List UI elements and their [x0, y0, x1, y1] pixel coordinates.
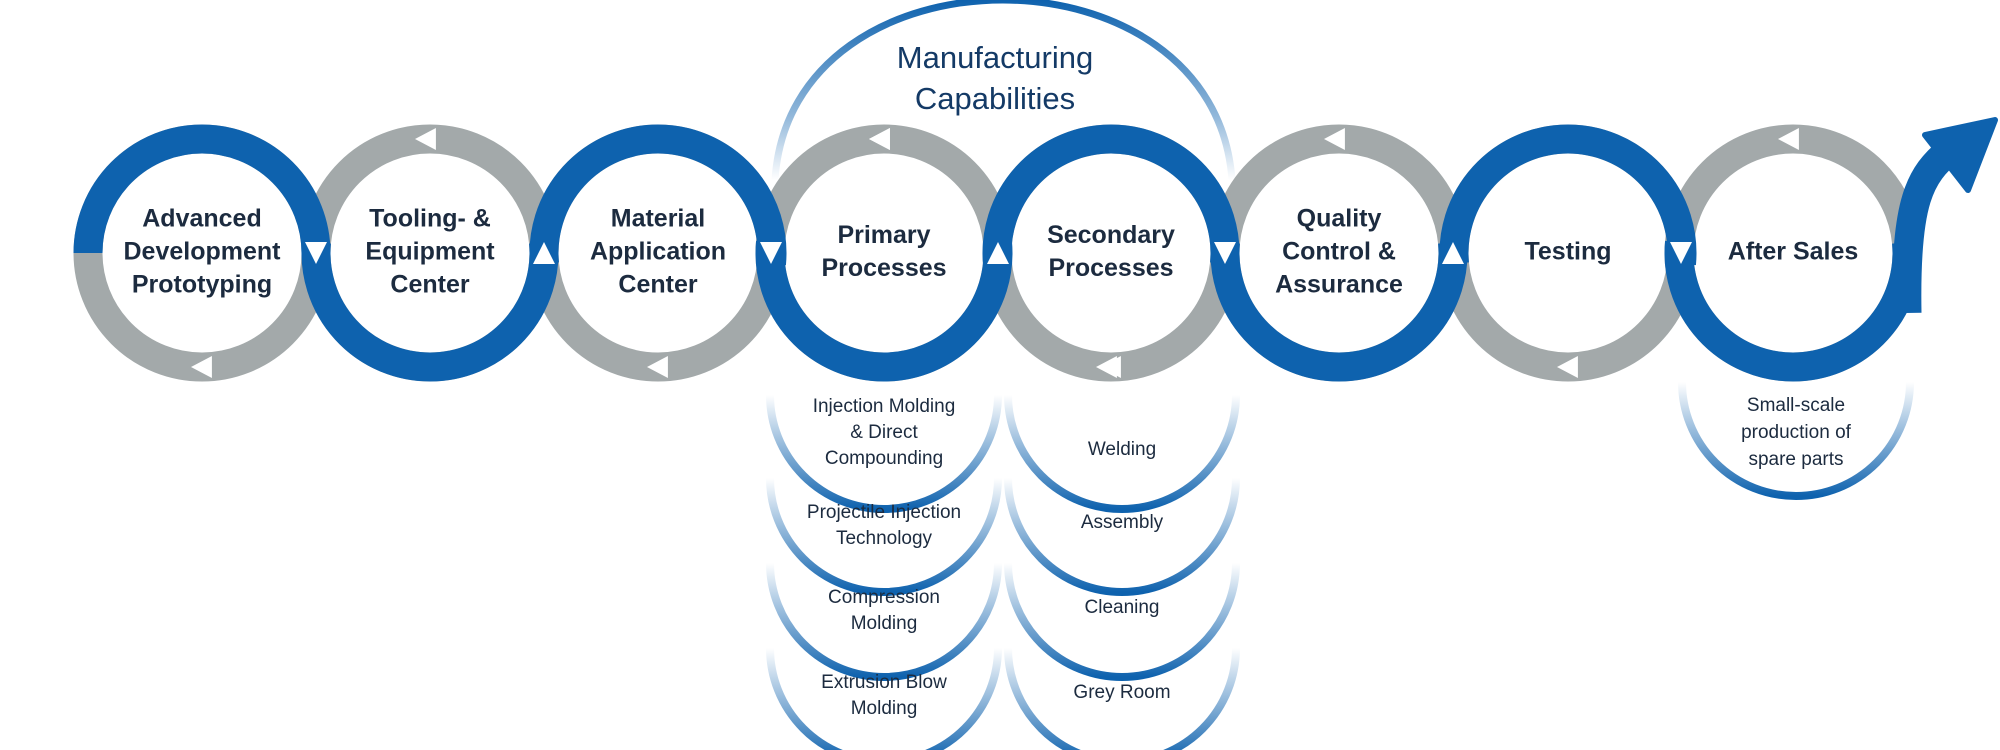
- stage-label-testing: Testing: [1524, 238, 1611, 266]
- stage-label-primary-processes-line: Primary: [837, 221, 930, 249]
- direction-markers: [191, 128, 1919, 378]
- ring-highlight-tooling-equipment-center: [301, 240, 559, 382]
- exit-arrow-icon: [1892, 117, 1998, 314]
- flow-left-arrow-icon: [1557, 356, 1578, 378]
- flow-up-arrow-icon: [987, 242, 1009, 264]
- ring-highlight-material-application-center: [529, 124, 787, 266]
- capabilities-arc: [771, 0, 1236, 181]
- primary-process-item-line: Injection Molding: [813, 396, 956, 417]
- secondary-process-item-line: Grey Room: [1073, 682, 1170, 703]
- flow-left-arrow-icon: [869, 128, 890, 150]
- stage-label-advanced-development-prototyping-line: Advanced: [142, 205, 261, 233]
- flow-left-arrow-icon: [191, 356, 212, 378]
- secondary-process-item-line: Assembly: [1081, 512, 1164, 533]
- primary-process-item-line: & Direct: [850, 422, 918, 443]
- title-line-2: Capabilities: [915, 81, 1075, 116]
- stage-label-advanced-development-prototyping-line: Prototyping: [132, 271, 272, 299]
- after-sales-sub-arc: [1678, 381, 1914, 500]
- secondary-process-item: Grey Room: [1073, 682, 1170, 703]
- manufacturing-capabilities-arc: [771, 0, 1236, 181]
- secondary-process-item: Assembly: [1081, 512, 1164, 533]
- secondary-process-item-line: Welding: [1088, 439, 1156, 460]
- ring-highlight-advanced-development-prototyping: [73, 124, 331, 254]
- stage-label-quality-control-assurance-line: Assurance: [1275, 271, 1403, 299]
- flow-left-arrow-icon: [1096, 356, 1117, 378]
- primary-process-item-line: Technology: [836, 528, 933, 549]
- primary-process-arc: [766, 394, 1002, 513]
- flow-up-arrow-icon: [1442, 242, 1464, 264]
- primary-process-arc: [766, 562, 1002, 681]
- flow-left-arrow-icon: [1778, 128, 1799, 150]
- secondary-process-arc: [1004, 394, 1240, 513]
- after-sales-sub-item: Small-scale production of spare parts: [1741, 395, 1852, 470]
- ring-highlight-testing: [1439, 124, 1697, 266]
- primary-process-item-line: Extrusion Blow: [821, 672, 947, 693]
- title-line-1: Manufacturing: [897, 40, 1093, 75]
- after-sales-sub-item-line: production of: [1741, 422, 1852, 443]
- primary-process-arc: [766, 647, 1002, 750]
- stage-label-secondary-processes-line: Processes: [1048, 254, 1173, 282]
- stage-labels: Injection Molding & DirectCompoundingProj…: [124, 205, 1859, 719]
- flow-down-arrow-icon: [1670, 242, 1692, 264]
- flow-left-arrow-icon: [647, 356, 668, 378]
- flow-down-arrow-icon: [305, 242, 327, 264]
- stage-label-quality-control-assurance-line: Control &: [1282, 238, 1396, 266]
- flow-down-arrow-icon: [1214, 242, 1236, 264]
- exit-arrowhead-icon: [1922, 117, 1998, 193]
- secondary-process-item: Cleaning: [1085, 597, 1160, 618]
- secondary-process-item-line: Cleaning: [1085, 597, 1160, 618]
- flow-left-arrow-icon: [415, 128, 436, 150]
- ring-highlight-secondary-processes: [982, 124, 1240, 266]
- secondary-process-arc: [1004, 477, 1240, 596]
- sub-process-arcs: [766, 381, 1914, 750]
- stage-label-material-application-center-line: Application: [590, 238, 726, 266]
- primary-process-item-line: Projectile Injection: [807, 502, 961, 523]
- secondary-process-item: Welding: [1088, 439, 1156, 460]
- stage-label-secondary-processes-line: Secondary: [1047, 221, 1175, 249]
- flow-up-arrow-icon: [533, 242, 555, 264]
- secondary-process-arc: [1004, 562, 1240, 681]
- ring-highlight-primary-processes: [755, 240, 1013, 382]
- stage-label-tooling-equipment-center-line: Center: [390, 271, 469, 299]
- after-sales-sub-item-line: Small-scale: [1747, 395, 1845, 416]
- manufacturing-capabilities-title: Manufacturing Capabilities: [897, 40, 1093, 116]
- primary-process-arc: [766, 477, 1002, 596]
- stage-label-quality-control-assurance-line: Quality: [1297, 205, 1382, 233]
- stage-label-material-application-center-line: Center: [618, 271, 697, 299]
- ring-highlight-quality-control-assurance: [1210, 240, 1468, 382]
- stage-label-tooling-equipment-center-line: Equipment: [365, 238, 495, 266]
- primary-process-item-line: Molding: [851, 698, 918, 719]
- flow-down-arrow-icon: [760, 242, 782, 264]
- stage-label-after-sales-line: After Sales: [1728, 238, 1859, 266]
- stage-label-after-sales: After Sales: [1728, 238, 1859, 266]
- stage-label-primary-processes-line: Processes: [821, 254, 946, 282]
- stage-label-testing-line: Testing: [1524, 238, 1611, 266]
- secondary-process-arc: [1004, 647, 1240, 750]
- primary-process-item-line: Molding: [851, 613, 918, 634]
- stage-label-material-application-center-line: Material: [611, 205, 705, 233]
- primary-process-item-line: Compounding: [825, 448, 943, 469]
- primary-process-item-line: Compression: [828, 587, 940, 608]
- flow-left-arrow-icon: [1324, 128, 1345, 150]
- after-sales-sub-item-line: spare parts: [1748, 449, 1843, 470]
- stage-label-tooling-equipment-center-line: Tooling- &: [369, 205, 491, 233]
- stage-label-advanced-development-prototyping-line: Development: [124, 238, 282, 266]
